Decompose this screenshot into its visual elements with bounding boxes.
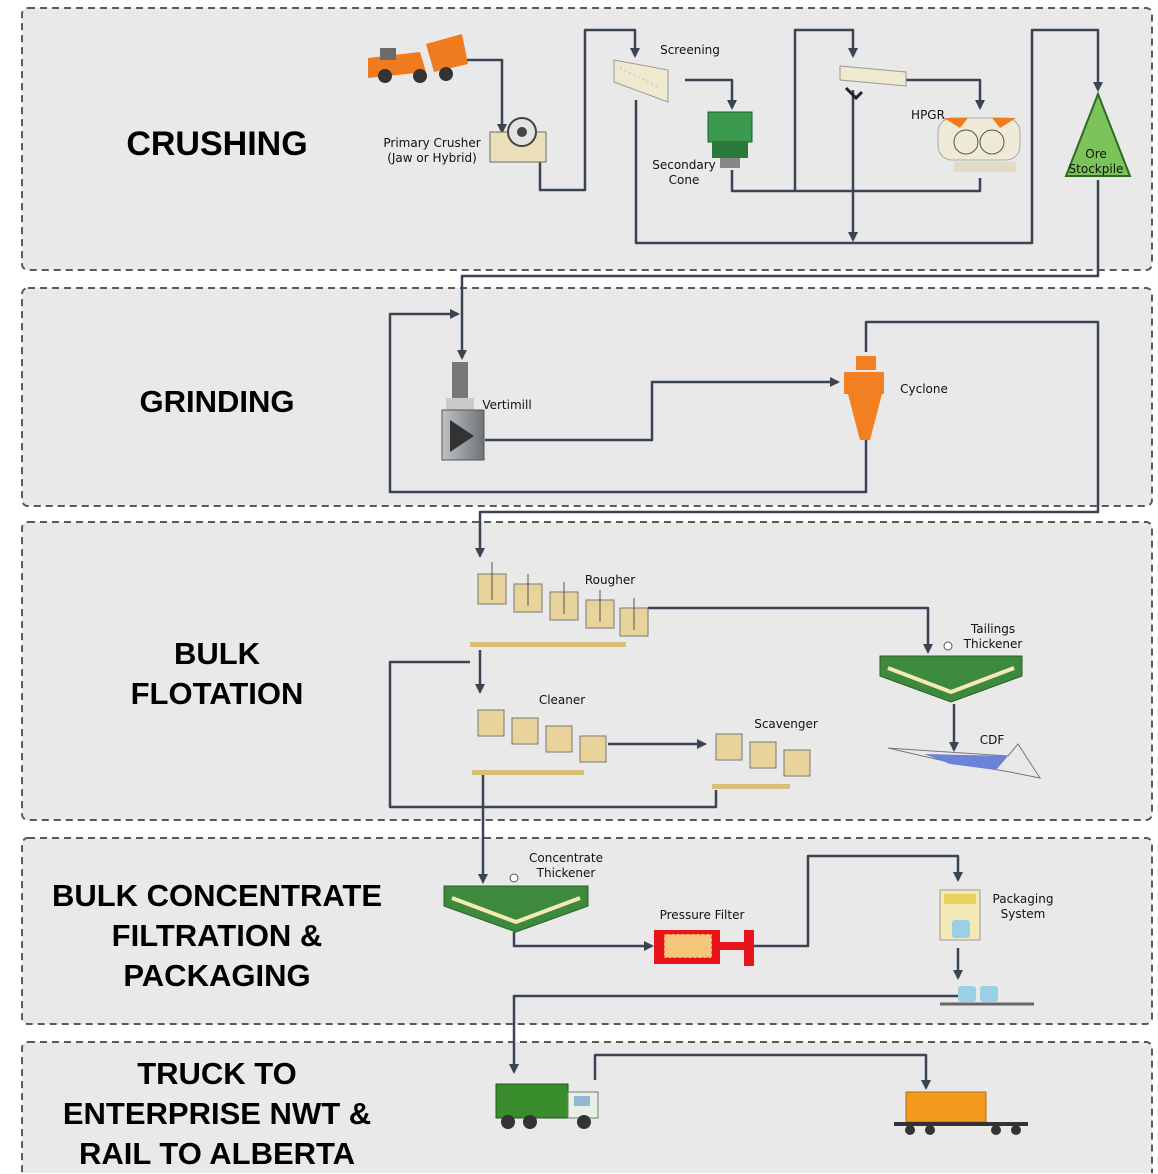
flotation-cell-icon bbox=[477, 709, 505, 737]
cleaner-bank bbox=[472, 709, 607, 775]
stage-title-transport: TRUCK TO ENTERPRISE NWT & RAIL TO ALBERT… bbox=[22, 1054, 412, 1174]
label-line: Vertimill bbox=[482, 398, 532, 412]
label-line: Cone bbox=[668, 173, 700, 187]
title-line: CRUSHING bbox=[126, 125, 308, 163]
label-line: Cyclone bbox=[900, 382, 948, 396]
flotation-cell-icon bbox=[511, 717, 539, 745]
rougher-bank bbox=[470, 562, 649, 647]
label-scavenger: Scavenger bbox=[746, 717, 826, 732]
label-ore-stockpile: Ore Stockpile bbox=[1060, 147, 1132, 177]
pressure-filter-icon bbox=[654, 930, 754, 966]
label-rougher: Rougher bbox=[578, 573, 642, 588]
bag-conveyor-icon bbox=[940, 986, 1034, 1006]
label-line: Tailings bbox=[970, 622, 1016, 636]
label-concentrate-thickener: Concentrate Thickener bbox=[522, 851, 610, 881]
scavenger-bank bbox=[712, 733, 811, 789]
vertimill-icon bbox=[441, 362, 485, 461]
title-line: RAIL TO ALBERTA bbox=[78, 1136, 356, 1171]
title-line: BULK bbox=[173, 636, 261, 671]
label-line: System bbox=[1000, 907, 1046, 921]
thickener-icon bbox=[879, 641, 1023, 703]
label-secondary-cone: Secondary Cone bbox=[644, 158, 724, 188]
label-line: Stockpile bbox=[1068, 162, 1124, 176]
stage-title-grinding: GRINDING bbox=[60, 382, 374, 422]
label-line: Ore bbox=[1085, 147, 1107, 161]
flotation-cell-icon bbox=[783, 749, 811, 777]
container-truck-icon bbox=[495, 1083, 599, 1129]
stage-title-crushing: CRUSHING bbox=[60, 124, 374, 164]
title-line: TRUCK TO bbox=[137, 1056, 297, 1091]
title-line: BULK CONCENTRATE bbox=[51, 878, 383, 913]
hpgr-icon bbox=[937, 117, 1021, 172]
jaw-crusher-icon bbox=[489, 117, 547, 163]
label-line: Primary Crusher bbox=[383, 136, 481, 150]
label-pressure-filter: Pressure Filter bbox=[652, 908, 752, 923]
flotation-cell-icon bbox=[715, 733, 743, 761]
stockpile-icon bbox=[1064, 91, 1132, 177]
label-line: CDF bbox=[979, 733, 1005, 747]
label-line: Thickener bbox=[536, 866, 596, 880]
flotation-cell-icon bbox=[579, 735, 607, 763]
cyclone-icon bbox=[844, 356, 884, 440]
title-line: GRINDING bbox=[139, 384, 295, 419]
flotation-cell-icon bbox=[619, 598, 649, 637]
label-primary-crusher: Primary Crusher (Jaw or Hybrid) bbox=[370, 136, 494, 166]
label-line: Scavenger bbox=[754, 717, 818, 731]
cdf-pond-icon bbox=[887, 743, 1042, 779]
flotation-cell-icon bbox=[513, 574, 543, 613]
flotation-cell-icon bbox=[545, 725, 573, 753]
panel-flotation bbox=[21, 521, 1153, 821]
label-cyclone: Cyclone bbox=[892, 382, 956, 397]
label-cleaner: Cleaner bbox=[530, 693, 594, 708]
haul-truck-icon bbox=[368, 34, 468, 83]
launder bbox=[472, 770, 584, 775]
label-line: Pressure Filter bbox=[659, 908, 745, 922]
panel-grinding bbox=[21, 287, 1153, 507]
label-line: Secondary bbox=[652, 158, 716, 172]
label-tailings-thickener: Tailings Thickener bbox=[956, 622, 1030, 652]
label-line: (Jaw or Hybrid) bbox=[387, 151, 477, 165]
flow-lines bbox=[388, 28, 1103, 1090]
title-line: FILTRATION & bbox=[111, 918, 323, 953]
label-hpgr: HPGR bbox=[900, 108, 956, 123]
title-line: FLOTATION bbox=[130, 676, 304, 711]
thickener-icon bbox=[443, 873, 589, 933]
stage-title-flotation: BULK FLOTATION bbox=[60, 634, 374, 714]
flotation-cell-icon bbox=[585, 590, 615, 629]
label-screening: Screening bbox=[650, 43, 730, 58]
rail-car-icon bbox=[894, 1091, 1028, 1135]
label-line: Rougher bbox=[584, 573, 636, 587]
flotation-cell-icon bbox=[477, 562, 507, 605]
launder bbox=[470, 642, 626, 647]
title-line: ENTERPRISE NWT & bbox=[62, 1096, 372, 1131]
vibrating-screen-icon bbox=[613, 59, 669, 103]
flotation-cell-icon bbox=[749, 741, 777, 769]
label-line: Thickener bbox=[963, 637, 1023, 651]
stage-title-filtration: BULK CONCENTRATE FILTRATION & PACKAGING bbox=[22, 876, 412, 996]
panel-filtration bbox=[21, 837, 1153, 1025]
label-cdf: CDF bbox=[972, 733, 1012, 748]
flotation-cell-icon bbox=[549, 582, 579, 621]
label-line: Cleaner bbox=[538, 693, 586, 707]
label-line: Screening bbox=[660, 43, 720, 57]
packaging-system-icon bbox=[939, 889, 981, 941]
cone-crusher-icon bbox=[707, 111, 753, 168]
label-line: Concentrate bbox=[529, 851, 603, 865]
label-line: Packaging bbox=[992, 892, 1054, 906]
label-line: HPGR bbox=[911, 108, 945, 122]
label-vertimill: Vertimill bbox=[476, 398, 538, 413]
label-packaging-system: Packaging System bbox=[984, 892, 1062, 922]
title-line: PACKAGING bbox=[123, 958, 311, 993]
vibrating-screen-icon bbox=[839, 65, 907, 101]
launder bbox=[712, 784, 790, 789]
